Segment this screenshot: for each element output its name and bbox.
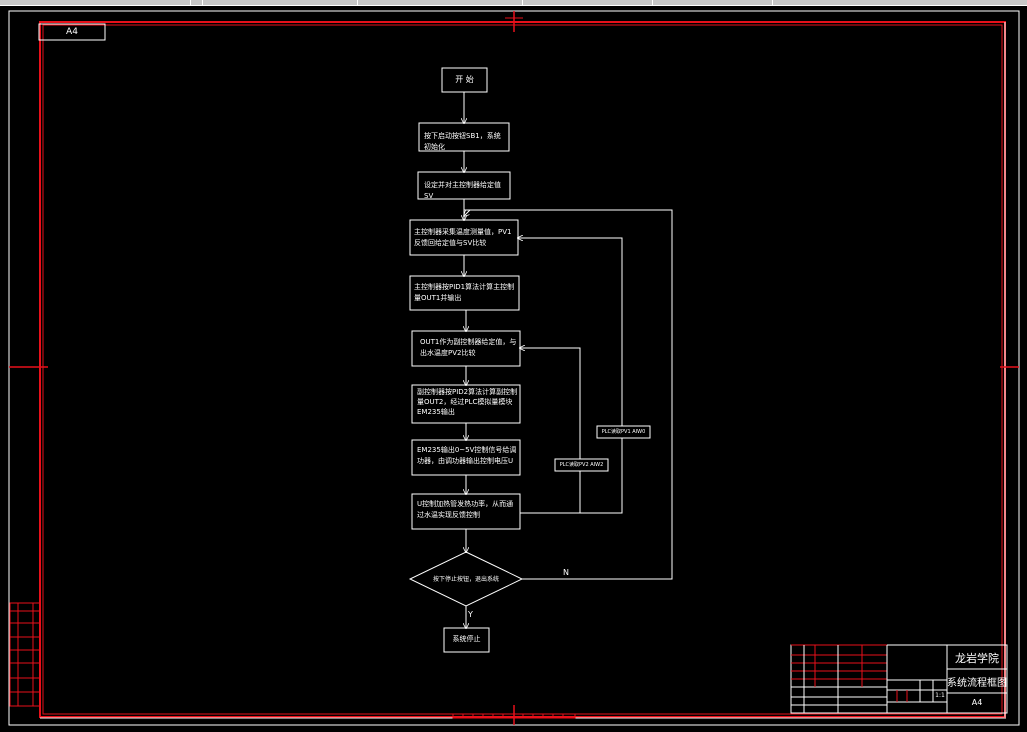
title-block: [790, 644, 1008, 714]
toolbar-segment: [0, 0, 191, 5]
loop-feedback-pv1: [518, 238, 623, 514]
loop-feedback-pv2: [520, 348, 581, 513]
step8-label: U控制加热管发热功率，从而通过水温实现反馈控制: [417, 500, 514, 519]
step2-label: 设定并对主控制器给定值SV: [424, 181, 501, 200]
feedback2-box: [554, 458, 609, 472]
toolbar-edge: [0, 5, 1027, 6]
outer-frame: [8, 10, 1020, 726]
toolbar-segment: [357, 0, 523, 5]
scale-value: 1:1: [935, 692, 945, 699]
step3-label: 主控制器采集温度测量值，PV1反馈回给定值与SV比较: [414, 228, 512, 247]
inner-red-border-2: [42, 24, 1003, 715]
drawing-title: 系统流程框图: [947, 678, 1007, 689]
start-label: 开 始: [455, 75, 474, 84]
step6-label: 副控制器按PID2算法计算副控制量OUT2，经过PLC模拟量模块EM235输出: [417, 388, 518, 416]
window-toolbar-strip: [0, 0, 1027, 6]
toolbar-segment: [202, 0, 358, 5]
step1-label: 按下启动按钮SB1，系统初始化: [424, 132, 501, 151]
feedback2-label: PLC读取PV2 AIW2: [559, 462, 604, 468]
bottom-scale-ruler: [452, 713, 576, 719]
toolbar-segment: [522, 0, 653, 5]
decision-label: 按下停止按钮，退出系统: [432, 576, 499, 583]
toolbar-segment: [652, 0, 773, 5]
loop-no: [464, 209, 673, 580]
end-label: 系统停止: [452, 635, 481, 643]
yes-label: Y: [468, 610, 473, 619]
sheet-size-bottom: A4: [971, 698, 983, 707]
step4-label: 主控制器按PID1算法计算主控制量OUT1并输出: [414, 283, 515, 302]
no-label: N: [563, 568, 569, 577]
step7-label: EM235输出0~5V控制信号给调功器，由调功器输出控制电压U: [417, 446, 517, 465]
toolbar-segment: [190, 0, 203, 5]
left-revision-table: [9, 602, 41, 707]
school-name: 龙岩学院: [955, 652, 999, 665]
step5-label: OUT1作为副控制器给定值，与出水温度PV2比较: [420, 338, 517, 357]
inner-red-border: [39, 21, 1006, 718]
feedback1-label: PLC读取PV1 AIW0: [601, 429, 646, 435]
sheet-size-label: A4: [66, 27, 78, 37]
feedback1-box: [596, 425, 651, 439]
flowchart: [408, 67, 673, 653]
sheet-label-box: [38, 23, 106, 41]
